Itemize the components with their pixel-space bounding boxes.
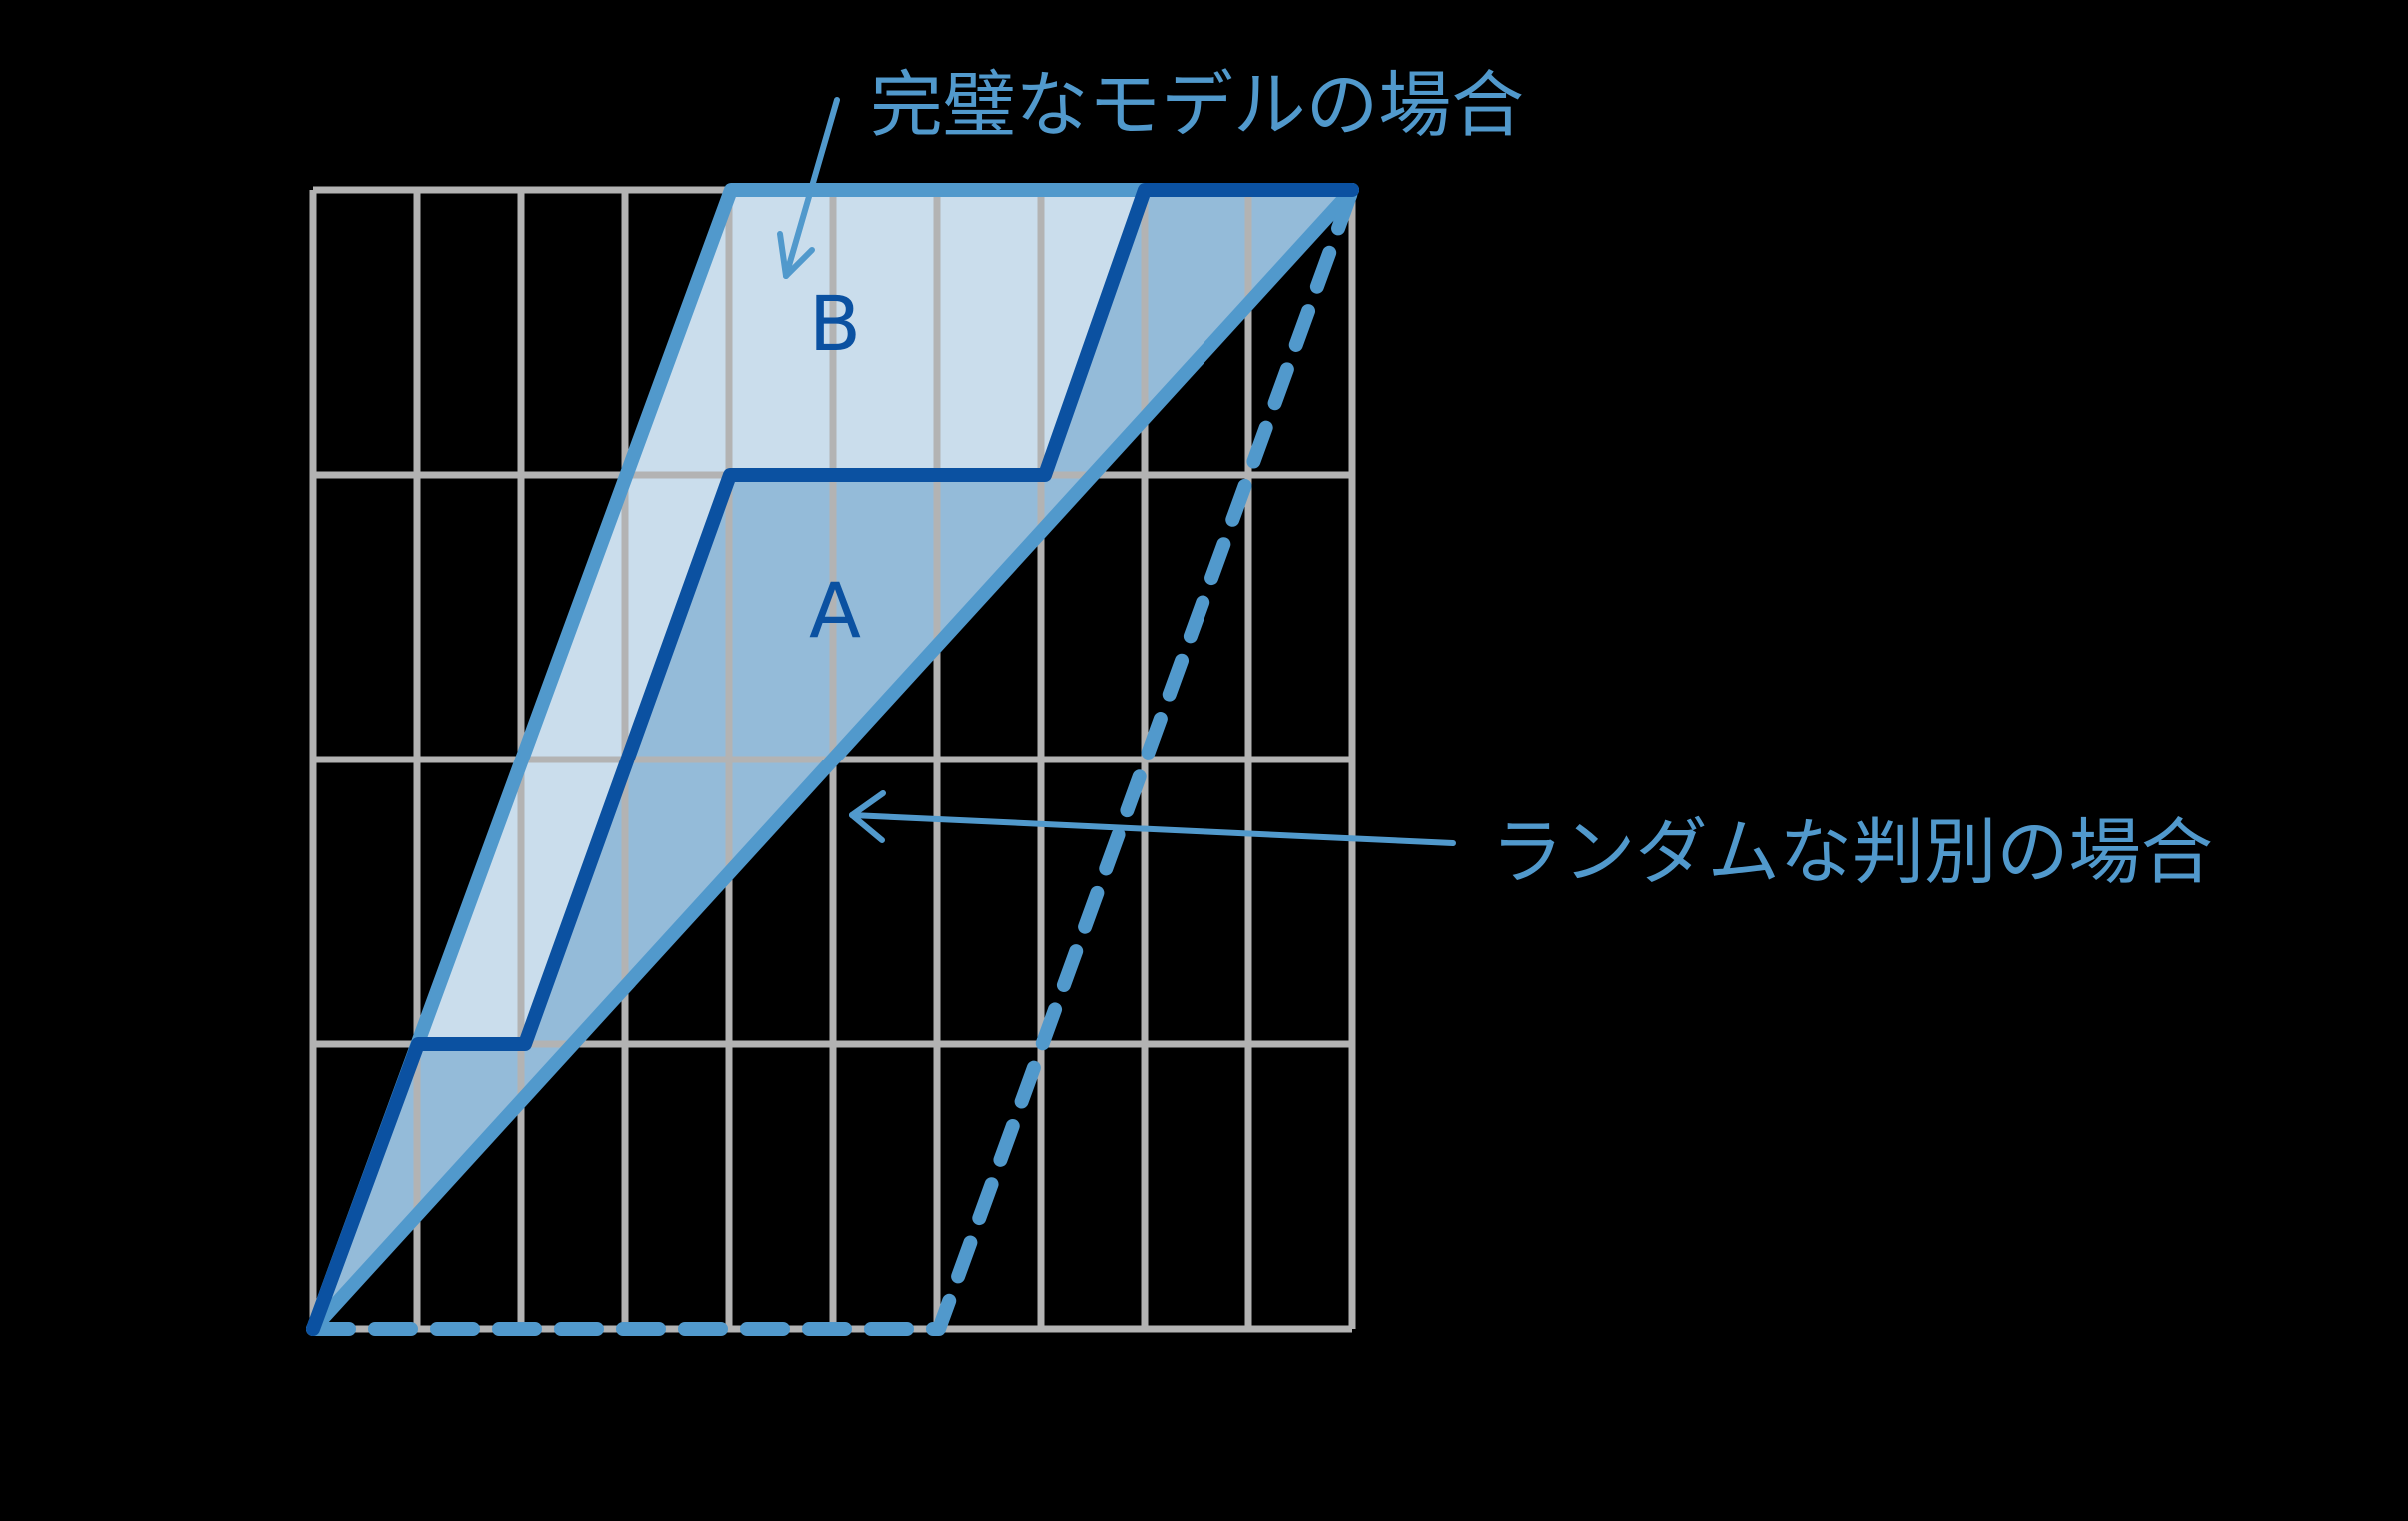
region-label-b: B xyxy=(809,279,861,368)
random-diagonal-line xyxy=(306,183,1359,1336)
perfect-model-arrow-icon xyxy=(777,97,840,279)
model-line xyxy=(306,183,1359,1336)
region-label-a: A xyxy=(809,566,861,655)
random-annotation: ランダムな判別の場合 xyxy=(1491,810,2213,894)
dashed-line xyxy=(306,183,1359,1336)
perfect-model-annotation: 完璧なモデルの場合 xyxy=(870,63,1524,147)
random-arrow-icon xyxy=(849,790,1456,846)
grid xyxy=(309,186,1356,1333)
